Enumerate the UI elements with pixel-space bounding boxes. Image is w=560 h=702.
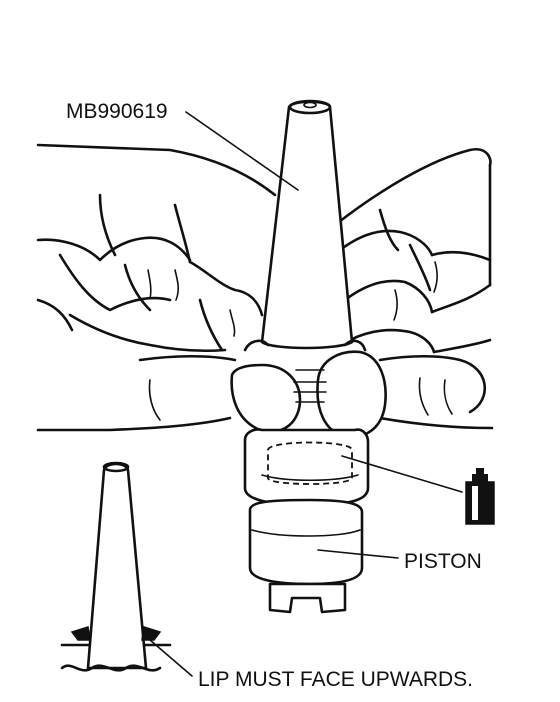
grease-can-icon [465,468,495,525]
tool-mb990619 [243,99,367,403]
piston-label: PISTON [404,550,482,573]
tool-label: MB990619 [66,100,168,123]
leader-grease [341,455,463,493]
lip-detail-inset [60,461,172,672]
leader-lines [149,111,463,677]
lower-hand [36,350,494,439]
lip-note-label: LIP MUST FACE UPWARDS. [198,668,473,691]
leader-lip [149,639,193,677]
piston-body [243,428,370,614]
leader-tool [185,111,299,191]
upper-hand [36,143,492,354]
leader-piston [317,549,399,559]
